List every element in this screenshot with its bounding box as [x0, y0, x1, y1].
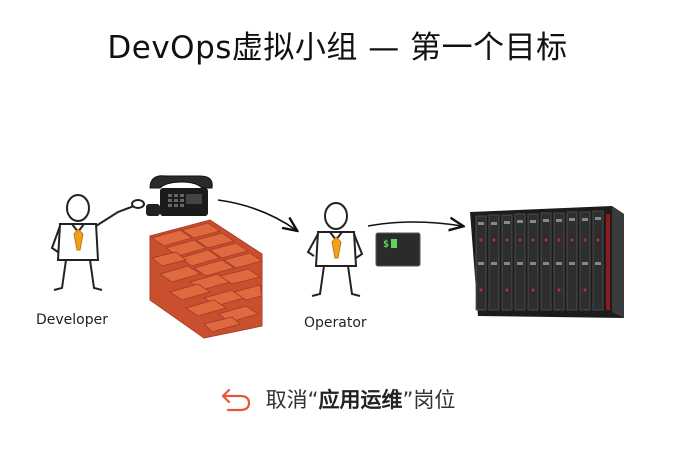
developer-person-icon: [50, 194, 145, 291]
server-rack-icon: [470, 206, 624, 318]
caption-close-quote: ”: [402, 388, 414, 412]
arrow-operator-to-server: [367, 222, 462, 226]
page-title: DevOps虚拟小组 — 第一个目标: [107, 30, 568, 66]
operator-label: Operator: [304, 315, 367, 331]
caption-emphasis: 应用运维: [318, 388, 403, 412]
brick-wall-icon: [149, 219, 264, 339]
caption: 取消“应用运维”岗位: [0, 384, 675, 417]
developer-tie-icon: [73, 228, 84, 251]
terminal-prompt: $: [383, 239, 389, 250]
caption-open-quote: “: [307, 388, 319, 412]
caption-prefix: 取消: [265, 388, 308, 412]
telephone-icon: [146, 175, 213, 216]
arrow-phone-to-operator: [217, 199, 296, 230]
terminal-icon: $: [375, 232, 421, 267]
developer-label: Developer: [36, 312, 109, 328]
undo-icon: [220, 386, 252, 417]
caption-suffix: 岗位: [413, 388, 456, 412]
operator-tie-icon: [331, 236, 342, 259]
